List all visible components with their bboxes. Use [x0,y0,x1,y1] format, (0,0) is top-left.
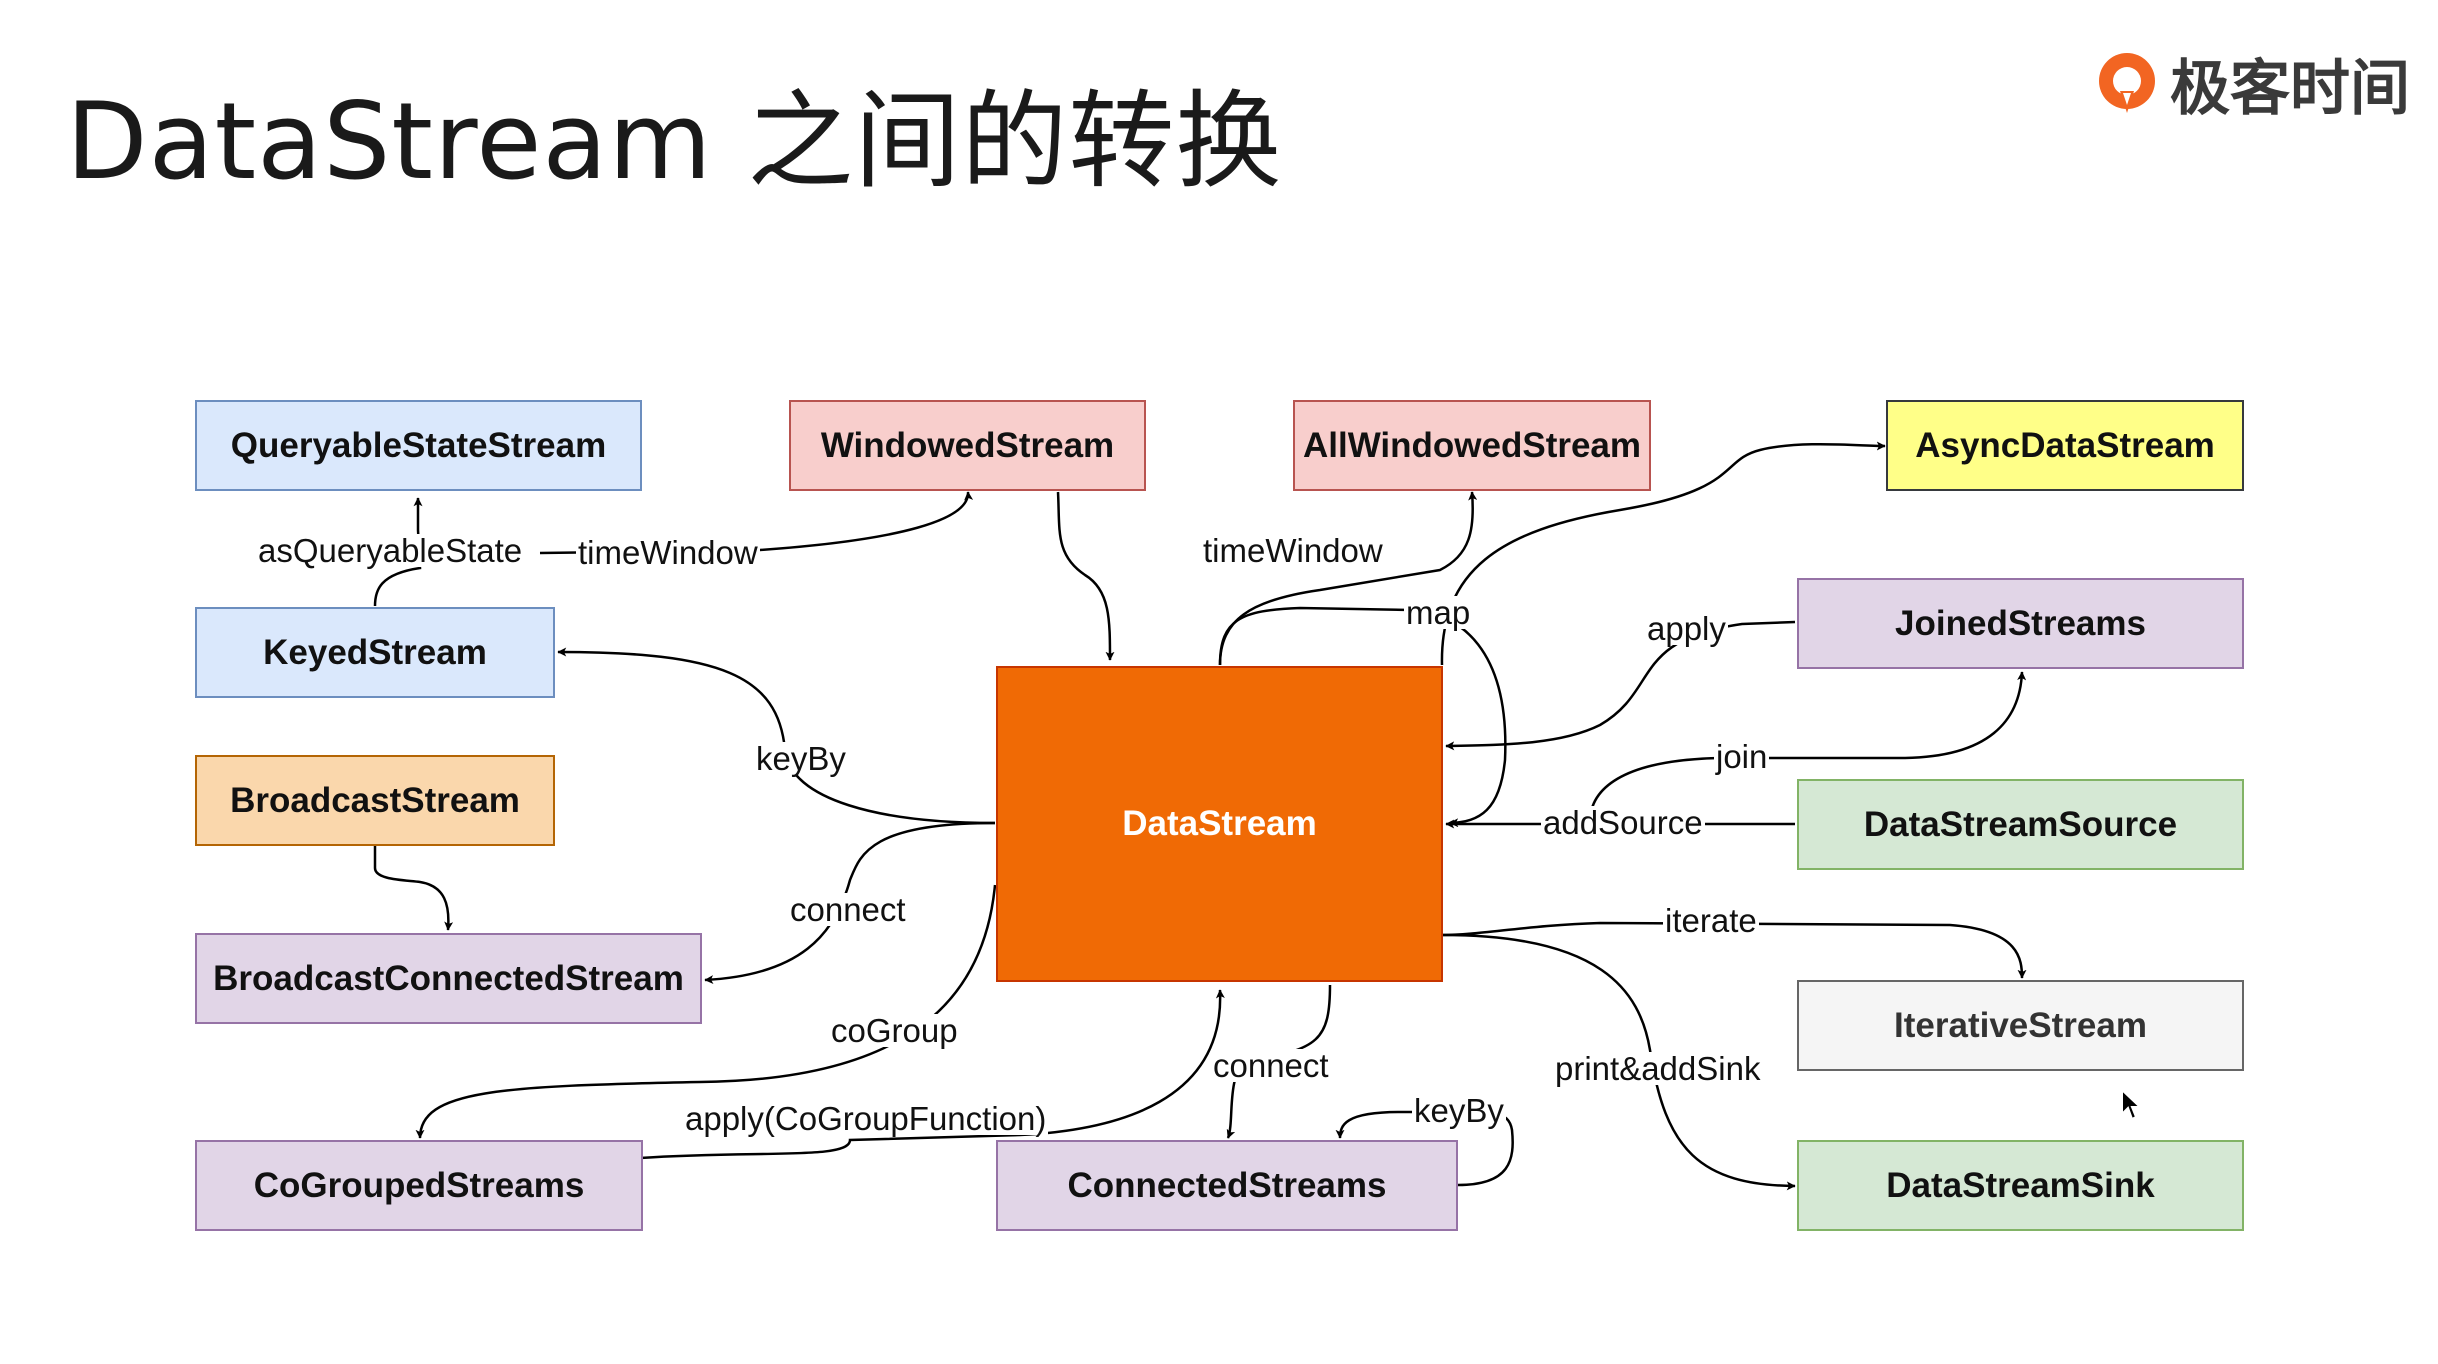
node-windowedstream: WindowedStream [789,400,1146,491]
node-asyncdatastream: AsyncDataStream [1886,400,2244,491]
node-queryablestatestream: QueryableStateStream [195,400,642,491]
edge-map [1218,606,1507,828]
edge-async [1440,441,1886,666]
edge-label-cogroup: coGroup [829,1012,960,1049]
edge-keyby [557,647,996,825]
edge-label-connect-bc: connect [788,891,908,928]
node-datastream: DataStream [996,666,1443,982]
node-allwindowedstream: AllWindowedStream [1293,400,1651,491]
edge-timewindow-ds [1218,491,1478,666]
edge-label-map: map [1404,594,1473,631]
edge-join [1588,671,2027,823]
edge-label-timewindow-ds: timeWindow [1201,532,1385,569]
edge-label-apply-cogroup: apply(CoGroupFunction) [683,1100,1049,1137]
edge-label-timewindow-keyed: timeWindow [576,534,760,571]
edge-label-join: join [1714,738,1770,775]
mouse-cursor-icon [2121,1088,2142,1121]
edge-label-asqueryablestate: asQueryableState [256,532,525,569]
node-datastreamsink: DataStreamSink [1797,1140,2244,1231]
node-datastreamsource: DataStreamSource [1797,779,2244,870]
node-cogroupedstreams: CoGroupedStreams [195,1140,643,1231]
edge-label-addsource: addSource [1541,804,1705,841]
edge-label-keyby-cs: keyBy [1412,1092,1506,1129]
node-broadcaststream: BroadcastStream [195,755,555,846]
geektime-logo-icon [2099,52,2155,113]
edge-label-iterate: iterate [1663,902,1759,939]
edge-timewindow-keyed [539,491,974,555]
logo-text: 极客时间 [2170,54,2410,124]
node-keyedstream: KeyedStream [195,607,555,698]
node-connectedstreams: ConnectedStreams [996,1140,1458,1231]
node-broadcastconnectedstream: BroadcastConnectedStream [195,933,702,1024]
page-title: DataStream 之间的转换 [66,80,1283,203]
edge-label-connect-cs: connect [1211,1047,1331,1084]
node-iterativestream: IterativeStream [1797,980,2244,1071]
edge-broadcast [373,845,454,931]
edge-windowed-to-ds [1056,491,1115,661]
edge-label-keyby: keyBy [754,740,848,777]
edge-iterate [1442,921,2027,979]
edge-connect-bc [704,821,996,985]
edge-printaddsink [1442,933,1796,1191]
edge-label-printaddsink: print&addSink [1553,1050,1763,1087]
edge-label-apply: apply [1645,610,1728,647]
edge-cogroup [415,884,997,1139]
brand-logo: 极客时间 [2090,40,2410,127]
edge-asqueryablestate [373,497,423,607]
node-joinedstreams: JoinedStreams [1797,578,2244,669]
